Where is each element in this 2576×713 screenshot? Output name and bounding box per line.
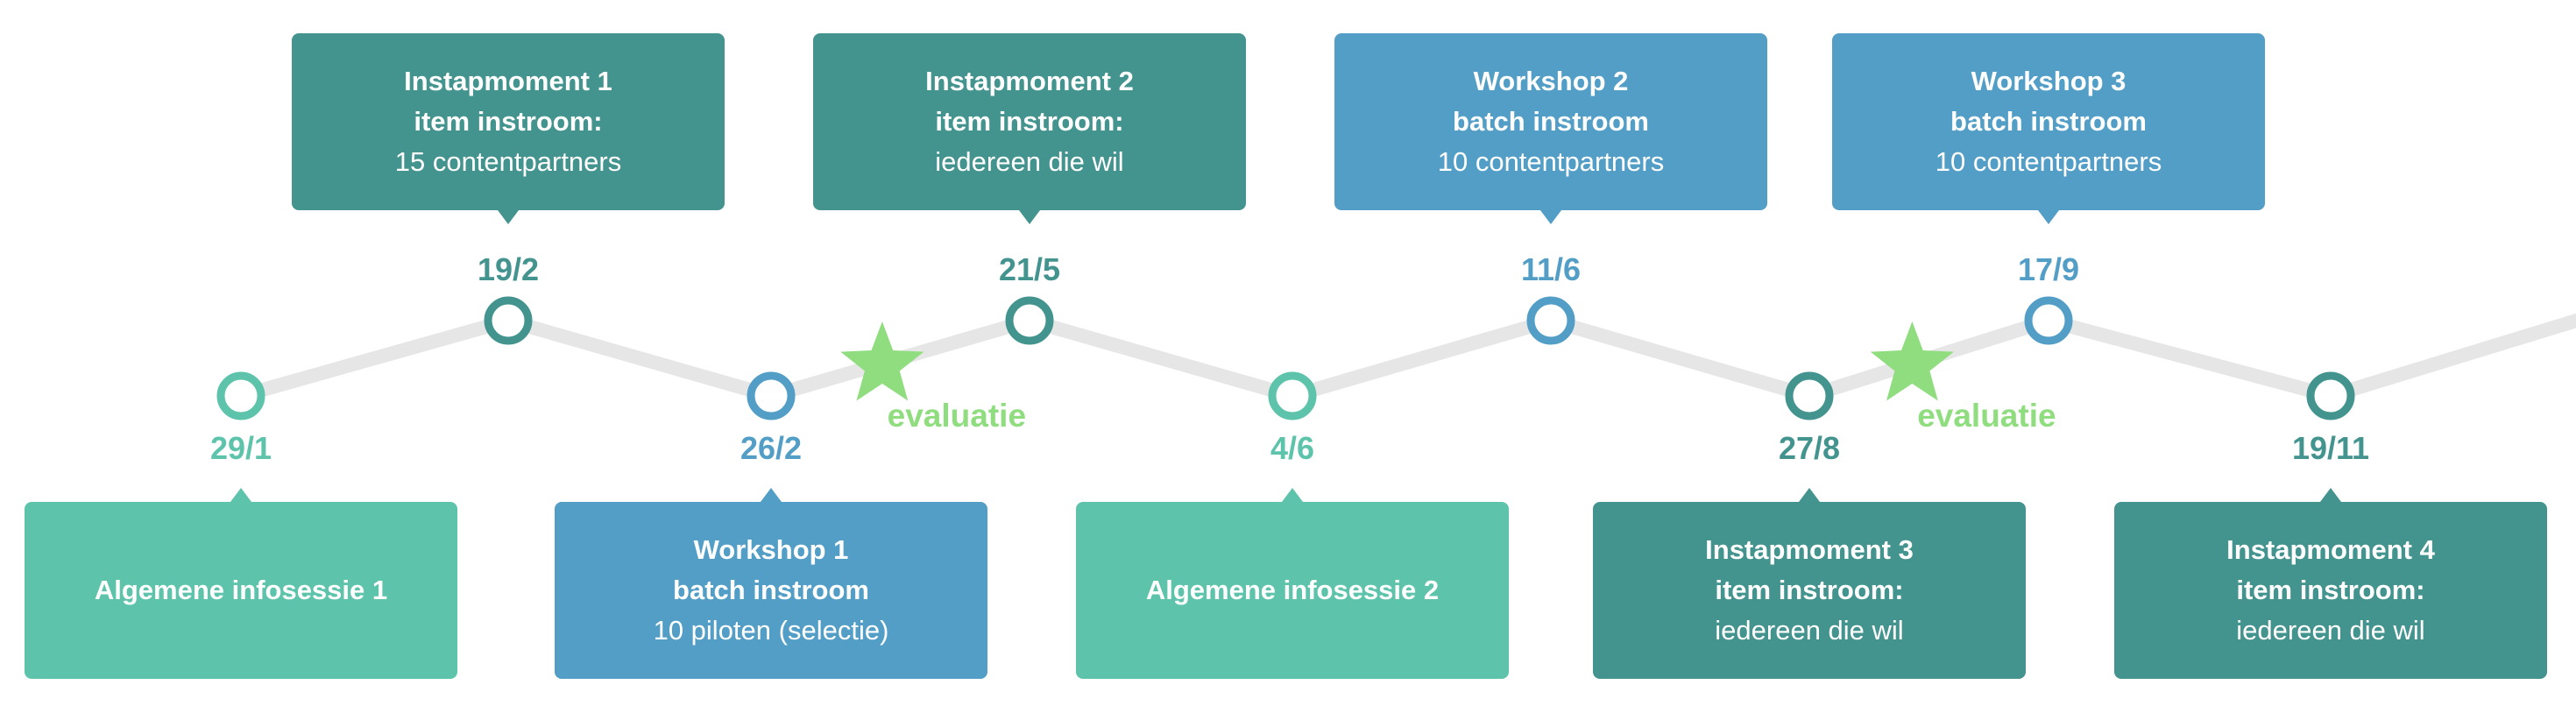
timeline-node xyxy=(747,371,796,420)
event-title: batch instroom xyxy=(673,575,869,605)
event-title: batch instroom xyxy=(1453,106,1649,137)
evaluation-label: evaluatie xyxy=(1917,398,2056,434)
timeline-path xyxy=(238,313,2576,403)
event-callout: Workshop 3 batch instroom 10 contentpartne… xyxy=(1832,33,2265,224)
event-date: 17/9 xyxy=(2017,251,2080,287)
event-title: Instapmoment 1 xyxy=(404,66,612,96)
event-title: Instapmoment 2 xyxy=(925,66,1134,96)
timeline-node xyxy=(484,296,533,345)
event-callout: Algemene infosessie 2 xyxy=(1076,488,1509,679)
event-date: 19/11 xyxy=(2291,430,2370,466)
event-detail: 10 piloten (selectie) xyxy=(653,615,889,646)
event-callout: Instapmoment 1 item instroom: 15 contentpa… xyxy=(292,33,725,224)
event-date: 11/6 xyxy=(1520,251,1582,287)
event-title: item instroom: xyxy=(2236,575,2425,605)
event-title: batch instroom xyxy=(1950,106,2147,137)
event-title: Algemene infosessie 2 xyxy=(1145,575,1440,605)
event-detail: 10 contentpartners xyxy=(1935,146,2162,177)
event-callout: Algemene infosessie 1 xyxy=(25,488,457,679)
event-detail: iedereen die wil xyxy=(1715,615,1904,646)
evaluation-star-icon xyxy=(1870,321,1954,401)
event-title: Workshop 1 xyxy=(693,534,849,565)
timeline-node xyxy=(216,371,265,420)
event-title: Algemene infosessie 1 xyxy=(94,575,388,605)
event-date: 21/5 xyxy=(998,251,1061,287)
timeline-node xyxy=(1785,371,1834,420)
event-detail: 15 contentpartners xyxy=(394,146,622,177)
event-callout: Instapmoment 3 item instroom: iedereen die… xyxy=(1593,488,2026,679)
event-title: Workshop 3 xyxy=(1971,66,2127,96)
evaluation-label: evaluatie xyxy=(887,398,1027,434)
timeline-node xyxy=(1526,296,1575,345)
event-detail: iedereen die wil xyxy=(2236,615,2425,646)
event-title: Instapmoment 4 xyxy=(2226,534,2435,565)
timeline-node xyxy=(1268,371,1317,420)
event-title: item instroom: xyxy=(414,106,603,137)
event-date: 4/6 xyxy=(1270,430,1315,466)
event-callout: Instapmoment 4 item instroom: iedereen die… xyxy=(2114,488,2547,679)
event-date: 27/8 xyxy=(1778,430,1841,466)
event-date: 29/1 xyxy=(209,430,272,466)
event-title: Workshop 2 xyxy=(1473,66,1629,96)
event-callout: Workshop 1 batch instroom 10 piloten (sele… xyxy=(555,488,987,679)
timeline-node xyxy=(1005,296,1054,345)
timeline-node xyxy=(2306,371,2355,420)
event-detail: iedereen die wil xyxy=(935,146,1124,177)
evaluation-star-icon xyxy=(840,321,924,401)
event-callout: Workshop 2 batch instroom 10 contentpartne… xyxy=(1334,33,1767,224)
event-title: item instroom: xyxy=(935,106,1124,137)
event-detail: 10 contentpartners xyxy=(1437,146,1665,177)
event-title: item instroom: xyxy=(1715,575,1904,605)
event-title: Instapmoment 3 xyxy=(1705,534,1914,565)
timeline-node xyxy=(2024,296,2073,345)
event-date: 19/2 xyxy=(477,251,540,287)
event-callout: Instapmoment 2 item instroom: iedereen die… xyxy=(813,33,1246,224)
event-date: 26/2 xyxy=(740,430,803,466)
